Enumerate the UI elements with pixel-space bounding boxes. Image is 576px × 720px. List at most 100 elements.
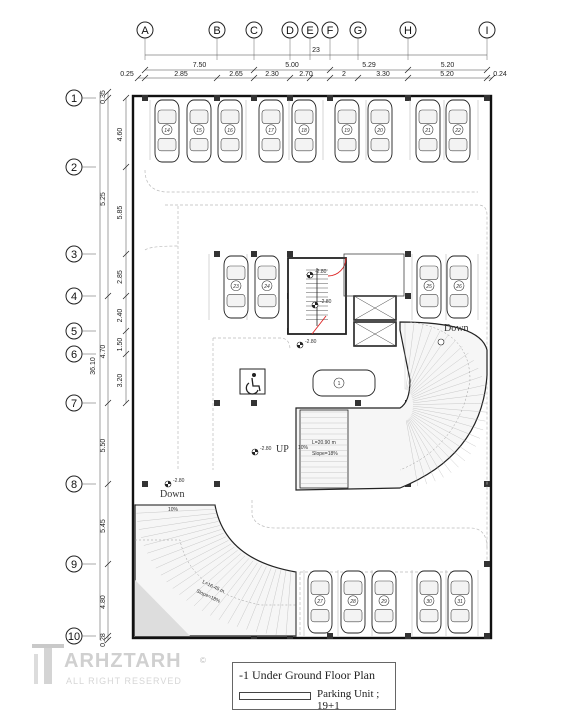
lobby-outline	[343, 253, 405, 297]
parked-car-15: 15	[186, 99, 212, 163]
parked-car-28: 28	[340, 570, 366, 634]
ramp-up-hatch-10	[412, 368, 479, 399]
ramp-up-hatch-21	[410, 415, 466, 462]
car-windshield	[261, 109, 281, 124]
car-number-circle	[224, 124, 236, 136]
aisle-line-top	[144, 169, 488, 560]
parked-car-30: 30	[416, 570, 442, 634]
ramp-down-hatch-16	[210, 560, 254, 616]
car-rear-window	[448, 138, 468, 152]
parked-car-17: 17	[258, 99, 284, 163]
ramp-up-hatch-9	[411, 360, 474, 397]
parking-number-16: 16	[227, 128, 233, 134]
structural-column-12	[405, 293, 411, 299]
structural-column-10	[405, 251, 411, 257]
ramp-up-label: UP	[276, 444, 289, 455]
parking-number-17: 17	[268, 128, 274, 134]
ramp-up-hatch-24	[408, 418, 444, 478]
dim-tick2-1	[141, 74, 149, 82]
accessible-icon-body	[245, 377, 261, 395]
column-bubble-B	[208, 21, 226, 39]
car-rear-window	[261, 138, 281, 152]
dim-overall: 23	[312, 47, 320, 54]
ramp-down-hatch-3	[138, 517, 218, 530]
car-rear-window	[374, 609, 394, 623]
ramp-down-hatch-10	[166, 543, 232, 583]
parking-number-20: 20	[376, 128, 383, 134]
ramp-down-right-label: Down	[444, 323, 468, 334]
structural-column-5	[405, 95, 411, 101]
dim-tick1-0	[141, 66, 149, 74]
ramp-up-hatch-17	[412, 409, 484, 431]
watermark-logo-icon	[30, 642, 70, 686]
parking-number-19: 19	[344, 128, 350, 134]
car-number-circle	[454, 595, 466, 607]
column-label-G: G	[354, 25, 363, 37]
ramp-down-hatch-21	[256, 568, 277, 632]
dim-line1-2: 5.29	[362, 62, 376, 69]
column-bubble-A	[136, 21, 154, 39]
row-label-9: 9	[71, 559, 77, 571]
ramp-up-hatch-1	[405, 323, 415, 390]
column-bubble-C	[245, 21, 263, 39]
watermark-sub: ALL RIGHT RESERVED	[66, 676, 182, 686]
structural-column-28	[327, 633, 333, 639]
ramp-up-hatch-2	[406, 324, 424, 390]
dim-left-tick-1	[104, 94, 112, 102]
parking-number-31: 31	[457, 599, 463, 605]
ramp-up-length: L=20.90 m	[312, 440, 336, 446]
structural-column-3	[287, 95, 293, 101]
aisle-line-left	[144, 206, 179, 470]
parking-number-29: 29	[380, 599, 387, 605]
car-number-circle	[341, 124, 353, 136]
ramp-up-hatch-27	[406, 420, 418, 487]
ramp-down-hatch-15	[201, 558, 250, 612]
shaft-upper-x2	[353, 295, 397, 321]
level-marker-text-3: -2.80	[260, 446, 272, 452]
dim-tick2-9	[483, 74, 491, 82]
parking-number-25: 25	[425, 284, 432, 290]
row-label-5: 5	[71, 326, 77, 338]
dim-line2-7: 5.20	[440, 71, 454, 78]
dim-tick2-4	[286, 74, 294, 82]
parking-number-28: 28	[349, 599, 356, 605]
parking-number-22: 22	[454, 128, 461, 134]
column-label-I: I	[485, 25, 488, 37]
dim-line2-2: 2.65	[229, 71, 243, 78]
column-bubble-F	[321, 21, 339, 39]
level-marker-text-1: -2.80	[320, 299, 332, 305]
dim-left-inner-tick-3	[122, 292, 130, 300]
row-label-7: 7	[71, 398, 77, 410]
dim-line2-8: 0.24	[493, 71, 507, 78]
dim-line2-0: 0.25	[120, 71, 134, 78]
column-bubble-H	[399, 21, 417, 39]
plan-title: -1 Under Ground Floor Plan	[239, 668, 375, 682]
car-rear-window	[418, 138, 438, 152]
dim-left-inner-1: 5.85	[117, 206, 124, 220]
dim-left-overall: 36.10	[90, 357, 97, 375]
structural-column-18	[355, 400, 361, 406]
car-windshield	[449, 265, 469, 280]
parking-number-14: 14	[164, 128, 170, 134]
car-rear-window	[449, 294, 469, 308]
level-marker-text-2: -2.80	[305, 339, 317, 345]
parked-car-26: 26	[446, 255, 472, 319]
dim-left-outer-4: 5.45	[100, 519, 107, 533]
car-windshield	[310, 580, 330, 595]
car-number-circle	[193, 124, 205, 136]
car-number-circle	[230, 280, 242, 292]
dim-left-inner-tick-4	[122, 327, 130, 335]
ramp-down-hatch-23	[275, 570, 287, 635]
ramp-up-hatch-26	[406, 420, 427, 485]
dim-line2-4: 2.70	[299, 71, 313, 78]
parked-car-23: 23	[223, 255, 249, 319]
ramp-up-slope: Slope=18%	[312, 451, 338, 457]
parked-car-29: 29	[371, 570, 397, 634]
dim-tick2-6	[326, 74, 334, 82]
car-rear-window	[343, 609, 363, 623]
dim-line2-6: 3.30	[376, 71, 390, 78]
parking-number-24: 24	[263, 284, 270, 290]
dim-tick1-2	[326, 66, 334, 74]
ramp-up-hatch-14	[412, 402, 487, 405]
